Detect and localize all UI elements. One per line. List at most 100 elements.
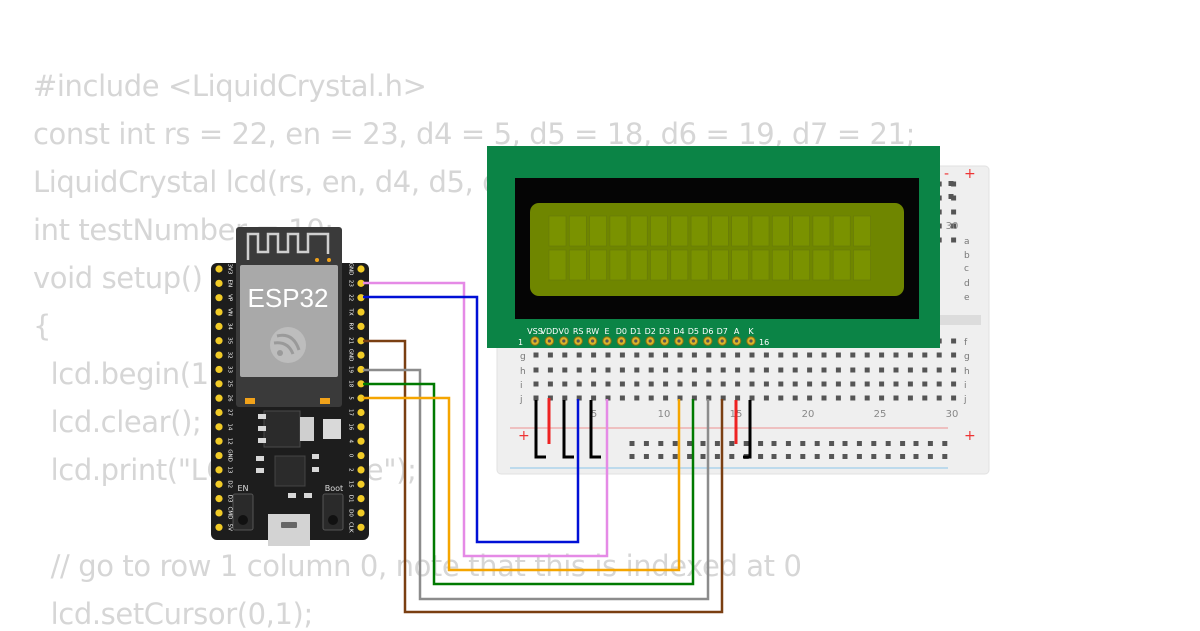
esp32-pin[interactable] <box>357 423 365 431</box>
rail-hole <box>643 441 649 446</box>
breadboard-hole <box>835 352 841 358</box>
rail-hole <box>629 441 635 446</box>
esp32-pin[interactable] <box>357 265 365 273</box>
esp32-pin-label: RX <box>348 323 354 331</box>
lcd-cell <box>792 249 810 281</box>
row-label: h <box>520 367 526 377</box>
esp32-pin-label: 15 <box>348 481 354 488</box>
lcd-cell <box>690 215 709 247</box>
esp32-pin[interactable] <box>357 394 365 402</box>
esp32-pin[interactable] <box>357 308 365 316</box>
breadboard-hole <box>591 395 597 401</box>
smd-component <box>323 419 341 439</box>
esp32-pin[interactable] <box>215 322 223 330</box>
esp32-pin[interactable] <box>215 509 223 517</box>
breadboard-hole <box>807 381 813 387</box>
esp32-pin-label: 16 <box>348 423 354 430</box>
esp32-pin[interactable] <box>215 437 223 445</box>
breadboard-hole <box>677 381 683 387</box>
rail-hole <box>743 441 749 446</box>
esp32-pin[interactable] <box>215 265 223 273</box>
breadboard-hole <box>749 352 755 358</box>
esp32-pin[interactable] <box>357 509 365 517</box>
esp32-pin[interactable] <box>215 294 223 302</box>
esp32-pin[interactable] <box>215 279 223 287</box>
esp32-pin-label: CMD <box>227 507 233 520</box>
en-button[interactable] <box>232 493 254 531</box>
lcd-pin-label: D3 <box>659 327 670 336</box>
esp32-pin[interactable] <box>357 437 365 445</box>
esp32-pin[interactable] <box>357 322 365 330</box>
lcd-pin-first: 1 <box>518 338 523 347</box>
breadboard-hole <box>547 352 553 358</box>
row-label: i <box>520 381 523 391</box>
breadboard-hole <box>951 181 957 187</box>
esp32-pin[interactable] <box>357 337 365 345</box>
rail-hole <box>948 194 954 199</box>
esp32-pin[interactable] <box>357 408 365 417</box>
esp32-pin[interactable] <box>215 365 223 374</box>
esp32-pin[interactable] <box>357 294 365 302</box>
breadboard-hole <box>951 381 957 387</box>
esp32-pin[interactable] <box>215 451 223 460</box>
breadboard-hole <box>663 367 669 373</box>
esp32-pin[interactable] <box>357 351 365 359</box>
rail-hole <box>700 454 706 459</box>
breadboard-hole <box>792 367 798 373</box>
esp32-pin[interactable] <box>357 365 365 374</box>
column-number: 30 <box>946 409 959 420</box>
esp32-pin-label: 5 <box>348 396 354 400</box>
esp32-pin[interactable] <box>215 408 223 417</box>
rail-plus-top: + <box>964 166 976 182</box>
breadboard-hole <box>691 381 697 387</box>
esp32-pin[interactable] <box>357 480 365 488</box>
esp32-pin-label: 4 <box>348 439 354 443</box>
smd-resistor <box>258 414 266 419</box>
lcd-pin-label: V0 <box>559 327 570 336</box>
esp32-devkit[interactable]: ESP32 EN Boot 3V3ENVPVN34353233252627141… <box>211 227 369 546</box>
esp32-pin[interactable] <box>215 351 223 359</box>
lcd-cell <box>548 249 567 281</box>
esp32-pin[interactable] <box>215 394 223 402</box>
esp32-pin[interactable] <box>215 523 223 531</box>
esp32-pin[interactable] <box>215 380 223 388</box>
row-label: g <box>520 352 526 362</box>
esp32-pin[interactable] <box>215 495 223 503</box>
esp32-pin[interactable] <box>215 466 223 474</box>
esp32-pin[interactable] <box>357 495 365 503</box>
esp32-pin[interactable] <box>357 466 365 474</box>
esp32-pin[interactable] <box>357 523 365 531</box>
rail-hole <box>913 454 919 459</box>
esp32-header-pins <box>215 265 365 531</box>
breadboard-hole <box>807 395 813 401</box>
esp32-pin-label: 35 <box>227 337 233 344</box>
esp32-pin-label: EN <box>227 280 233 288</box>
rail-hole <box>785 441 791 446</box>
esp32-pin[interactable] <box>357 380 365 388</box>
esp32-pin[interactable] <box>215 423 223 431</box>
esp32-pin[interactable] <box>215 337 223 345</box>
boot-label: Boot <box>325 484 343 493</box>
lcd-pin-label: D0 <box>616 327 627 336</box>
boot-button[interactable] <box>322 493 344 531</box>
row-label: b <box>964 251 970 261</box>
lcd-pin-hole <box>735 339 739 343</box>
breadboard-hole <box>648 352 654 358</box>
esp32-pin[interactable] <box>357 451 365 460</box>
breadboard-hole <box>547 367 553 373</box>
breadboard-hole <box>936 381 942 387</box>
row-label: h <box>964 367 970 377</box>
code-line: #include <LiquidCrystal.h> <box>33 69 427 103</box>
row-label: c <box>964 264 969 274</box>
esp32-pin[interactable] <box>215 308 223 316</box>
esp32-pin[interactable] <box>215 480 223 488</box>
row-label: j <box>519 395 523 405</box>
lcd-pin-hole <box>706 339 710 343</box>
breadboard-hole <box>605 381 611 387</box>
lcd-cell <box>670 215 689 247</box>
lcd-pin-label: D2 <box>645 327 656 336</box>
esp32-pin[interactable] <box>357 279 365 287</box>
